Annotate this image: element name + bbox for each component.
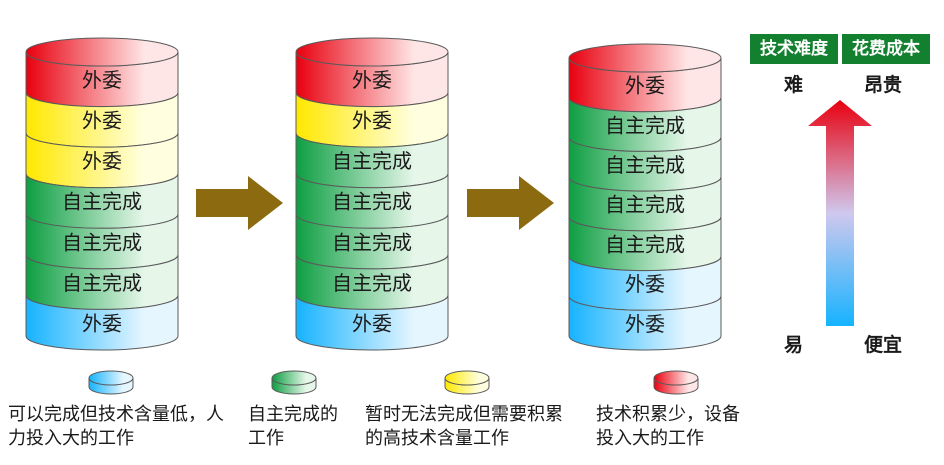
segment-label: 自主完成	[62, 230, 142, 254]
difficulty-badge: 技术难度	[750, 34, 838, 64]
legend-text-green: 自主完成的工作	[248, 404, 338, 449]
segment-label: 外委	[82, 68, 122, 92]
segment-blue	[25, 295, 179, 351]
segment-label: 自主完成	[332, 149, 412, 173]
legend-disk-blue	[88, 370, 134, 395]
segment-label: 外委	[82, 311, 122, 335]
segment-blue	[295, 295, 449, 351]
difficulty-high-label: 难	[784, 74, 804, 96]
segment-label: 自主完成	[605, 153, 685, 177]
difficulty-low-label: 易	[784, 334, 804, 356]
segment-label: 自主完成	[62, 271, 142, 295]
segment-label: 外委	[352, 109, 392, 133]
cost-badge: 花费成本	[842, 34, 930, 64]
segment-label: 外委	[625, 272, 665, 296]
segment-label: 自主完成	[62, 190, 142, 214]
segment-label: 自主完成	[332, 190, 412, 214]
segment-label: 自主完成	[605, 113, 685, 137]
cylinder-top-cap	[568, 43, 722, 73]
legend-text-blue: 可以完成但技术含量低，人力投入大的工作	[8, 404, 224, 449]
segment-label: 外委	[352, 68, 392, 92]
cost-low-label: 便宜	[864, 334, 903, 356]
segment-label: 自主完成	[605, 193, 685, 217]
cylinder-top-cap	[25, 37, 179, 67]
arrow-right-1	[196, 176, 283, 230]
legend-disk-green	[271, 370, 317, 395]
segment-label: 外委	[82, 149, 122, 173]
segment-label: 外委	[625, 312, 665, 336]
legend-text-red: 技术积累少，设备投入大的工作	[596, 404, 740, 449]
legend-disk-yellow	[444, 370, 490, 395]
cost-high-label: 昂贵	[864, 74, 903, 96]
segment-label: 自主完成	[332, 271, 412, 295]
legend-disks	[88, 370, 699, 395]
segment-label: 自主完成	[605, 232, 685, 256]
segment-label: 外委	[625, 74, 665, 98]
segment-blue	[568, 296, 722, 351]
segment-label: 自主完成	[332, 230, 412, 254]
legend-text-yellow: 暂时无法完成但需要积累的高技术含量工作	[365, 404, 563, 449]
segment-label: 外委	[352, 311, 392, 335]
gradient-up-arrow	[808, 100, 872, 326]
cylinder-top-cap	[295, 37, 449, 67]
segment-label: 外委	[82, 109, 122, 133]
arrow-right-2	[467, 176, 554, 230]
legend-disk-red	[653, 370, 699, 395]
